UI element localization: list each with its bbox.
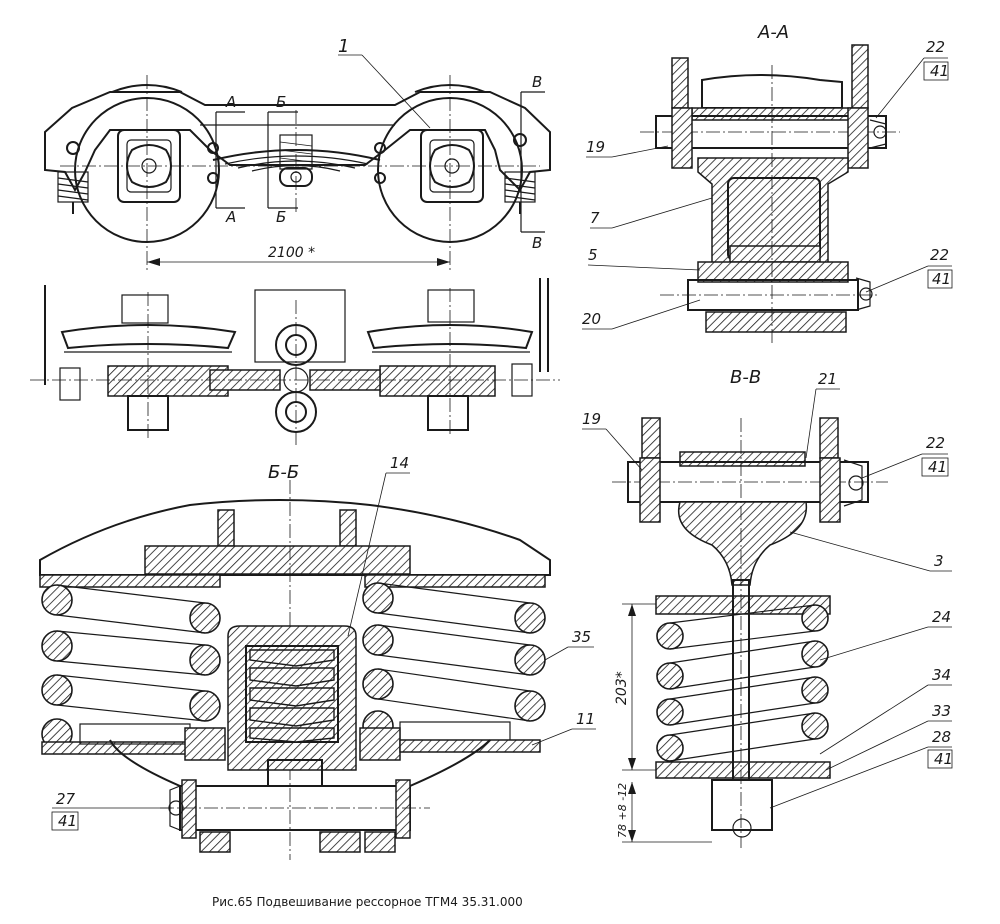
callout-20: 20 — [582, 310, 601, 328]
callout-33: 33 — [932, 702, 951, 720]
section-vv — [612, 417, 888, 848]
callout-22-aa-bottom: 22 — [930, 246, 949, 264]
section-aa — [640, 44, 900, 345]
figure-caption: Рис.65 Подвешивание рессорное ТГМ4 35.31… — [212, 895, 523, 909]
callout-27: 27 — [56, 790, 76, 808]
cut-mark-b-top: Б — [276, 93, 286, 111]
callout-11: 11 — [576, 710, 595, 728]
section-title-vv: В-В — [730, 367, 761, 388]
cut-mark-v-top: В — [532, 73, 542, 91]
callout-35: 35 — [572, 628, 591, 646]
callout-7: 7 — [590, 209, 600, 227]
callout-1: 1 — [338, 36, 349, 57]
callout-24: 24 — [932, 608, 951, 626]
callout-28: 28 — [932, 728, 951, 746]
callout-41-aa-bottom: 41 — [932, 270, 951, 288]
callout-41-vv: 41 — [928, 458, 947, 476]
callout-14: 14 — [390, 454, 409, 472]
dimension-spring-height: 203* — [614, 671, 630, 705]
cut-mark-v-bottom: В — [532, 234, 542, 252]
callout-19-vv: 19 — [582, 410, 601, 428]
callout-21: 21 — [818, 370, 837, 388]
bogie-plan-view — [30, 278, 560, 445]
callout-34: 34 — [932, 666, 951, 684]
callout-19-aa: 19 — [586, 138, 605, 156]
section-title-aa: А-А — [757, 22, 789, 43]
bogie-side-view — [44, 75, 551, 270]
section-title-bb: Б-Б — [268, 462, 299, 483]
callout-41-aa-top: 41 — [930, 62, 949, 80]
section-bb — [39, 480, 551, 860]
dimension-bolt-gap: 78 +8 -12 — [616, 783, 629, 838]
callout-41-bb: 41 — [58, 812, 77, 830]
callout-5: 5 — [588, 246, 598, 264]
dimension-wheelbase: 2100 * — [268, 245, 315, 261]
callout-22-vv: 22 — [926, 434, 945, 452]
callout-22-aa-top: 22 — [926, 38, 945, 56]
cut-mark-b-bottom: Б — [276, 208, 286, 226]
cut-mark-a-bottom: А — [225, 208, 236, 226]
cut-mark-a-top: А — [225, 93, 236, 111]
callout-3: 3 — [934, 552, 944, 570]
callout-41-vv-bottom: 41 — [934, 750, 953, 768]
